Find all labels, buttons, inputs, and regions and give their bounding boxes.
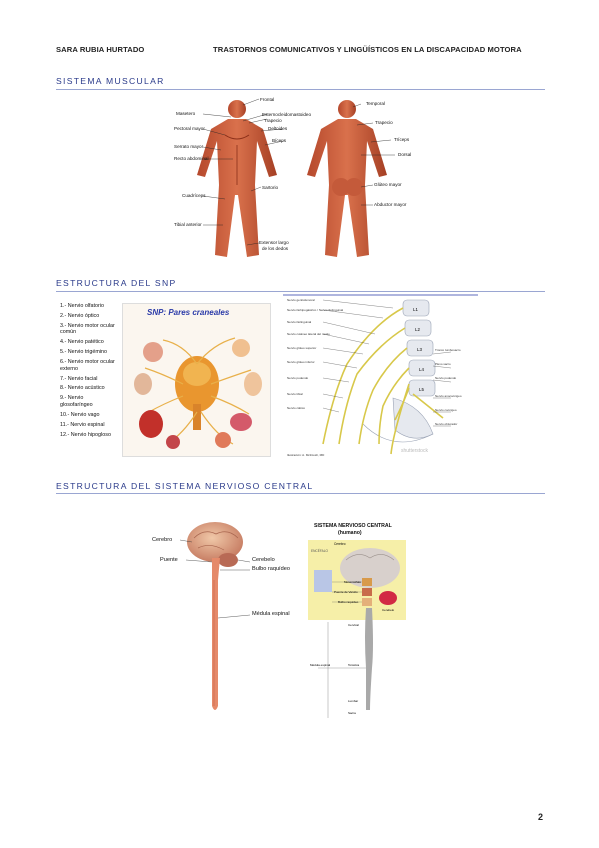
figure-credit: Ilustración: A. McIntosh, MD [287, 453, 325, 457]
plexus-label: Nervio iliolinguinal [287, 320, 312, 324]
plexus-label: Nervio ciático [287, 406, 305, 410]
label-bulbo: Bulbo raquídeo [252, 566, 290, 572]
snc-diagram-title: SISTEMA NERVIOSO CENTRAL [314, 523, 392, 529]
vertebra-label: L5 [419, 387, 424, 392]
snc-label: Puente de Varolio [334, 590, 358, 594]
cns-side-figure [180, 522, 250, 710]
label-medula: Médula espinal [252, 611, 290, 617]
label-extensor-2: de los dedos [262, 246, 289, 251]
label-biceps: Bíceps [272, 138, 287, 143]
label-sartorio: Sartorio [262, 185, 279, 190]
label-frontal: Frontal [260, 97, 275, 102]
header-author: SARA RUBIA HURTADO [56, 45, 145, 54]
snc-label: Sacra [348, 711, 356, 715]
section-rule [56, 89, 545, 90]
snc-label: Cerebelo [382, 608, 395, 612]
snc-diagram-subtitle: (humano) [338, 530, 362, 536]
list-item: 4.- Nervio patético [60, 339, 104, 346]
section-title-muscular: SISTEMA MUSCULAR [56, 76, 165, 86]
label-cuadriceps: Cuadríceps [182, 193, 206, 198]
label-gluteo: Glúteo mayor [374, 182, 402, 187]
label-abductor: Abductor mayor [374, 202, 407, 207]
plexus-label: Nervio anococcígeo [435, 394, 462, 398]
snc-label: Médula espinal [310, 663, 331, 667]
watermark: shutterstock [401, 448, 428, 454]
label-dorsal: Dorsal [398, 152, 412, 157]
label-deltoides: Deltoides [268, 126, 288, 131]
section-title-snc: ESTRUCTURA DEL SISTEMA NERVIOSO CENTRAL [56, 481, 314, 491]
front-body-illustration [197, 100, 277, 257]
list-item: 8.- Nervio acústico [60, 385, 105, 392]
list-item: 12.- Nervio hipogloso [60, 431, 111, 438]
cranial-figure-title: SNP: Pares craneales [147, 308, 230, 317]
snc-label: Torácica [348, 663, 360, 667]
snc-label: Cervical [348, 623, 359, 627]
label-recto-abdominal: Recto abdominal [174, 156, 209, 161]
snc-label: Mesencéfalo [344, 580, 361, 584]
cns-diagram: Cerebro ENCÉFALO Mesencéfalo Puente de V… [308, 540, 406, 718]
label-pectoral: Pectoral mayor [174, 126, 205, 131]
list-item: 10.- Nervio vago [60, 411, 100, 418]
list-item: 3.- Nervio motor ocular común [60, 322, 115, 336]
plexus-label: Nervio glúteo inferior [287, 360, 315, 364]
label-esternocleido: Esternocleidomastoideo [262, 112, 312, 117]
label-extensor-1: Extensor largo [259, 240, 289, 245]
section-rule [56, 291, 545, 292]
plexus-label: Nervio iliohipogástrico / Nervio iliolin… [287, 308, 343, 312]
section-title-snp: ESTRUCTURA DEL SNP [56, 278, 177, 288]
list-item: 7.- Nervio facial [60, 375, 98, 382]
label-triceps: Tríceps [394, 137, 410, 142]
plexus-label: Nervio cutáneo lateral del muslo [287, 332, 330, 336]
muscular-system-figure [197, 98, 395, 257]
list-item: 11.- Nervio espinal [60, 421, 105, 428]
cranial-nerves-drawing [134, 337, 262, 449]
back-body-illustration [307, 100, 387, 257]
label-serrato: Serrato mayor [174, 144, 204, 149]
plexus-label: Plexo sacro [435, 362, 451, 366]
plexus-label: Nervio pudendo [435, 376, 457, 380]
plexus-label: Nervio pudendo [287, 376, 309, 380]
section-rule [56, 493, 545, 494]
lumbosacral-plexus-figure: L1 L2 L3 L4 L5 Nervio genitofemoral Nerv… [283, 294, 478, 457]
plexus-label: Tronco lumbosacro [435, 348, 461, 352]
snc-label: ENCÉFALO [311, 548, 329, 553]
plexus-label: Nervio obturador [435, 422, 457, 426]
label-puente: Puente [160, 557, 178, 563]
vertebra-label: L4 [419, 367, 424, 372]
vertebra-label: L1 [413, 307, 418, 312]
vertebra-label: L2 [415, 327, 420, 332]
label-cerebelo: Cerebelo [252, 557, 275, 563]
plexus-label: Nervio genitofemoral [287, 298, 315, 302]
page-number: 2 [537, 812, 543, 822]
label-masetero: Masetero [176, 111, 196, 116]
label-trapecio-front: Trapecio [264, 118, 282, 123]
header-subject: TRASTORNOS COMUNICATIVOS Y LINGÜÍSTICOS … [213, 45, 522, 54]
label-temporal: Temporal [366, 101, 385, 106]
cranial-nerves-list: 1.- Nervio olfatorio 2.- Nervio óptico 3… [60, 303, 116, 441]
label-tibial: Tibial anterior [174, 222, 202, 227]
label-trapecio-back: Trapecio [375, 120, 393, 125]
list-item: 6.- Nervio motor ocular externo [60, 358, 115, 372]
vertebra-label: L3 [417, 347, 422, 352]
list-item: 9.- Nervio glosofaríngeo [60, 395, 93, 408]
plexus-label: Nervio tibial [287, 392, 303, 396]
list-item: 1.- Nervio olfatorio [60, 303, 105, 309]
snc-label: Cerebro [334, 542, 346, 546]
cranial-nerves-figure: SNP: Pares craneales [122, 303, 271, 457]
snc-label: Bulbo raquídeo [338, 600, 359, 604]
list-item: 2.- Nervio óptico [60, 312, 100, 319]
snc-label: Lumbar [348, 699, 358, 703]
label-cerebro: Cerebro [152, 537, 173, 543]
list-item: 5.- Nervio trigémino [60, 349, 108, 356]
plexus-label: Nervio glúteo superior [287, 346, 316, 350]
plexus-label: Nervio coccígeo [435, 408, 457, 412]
